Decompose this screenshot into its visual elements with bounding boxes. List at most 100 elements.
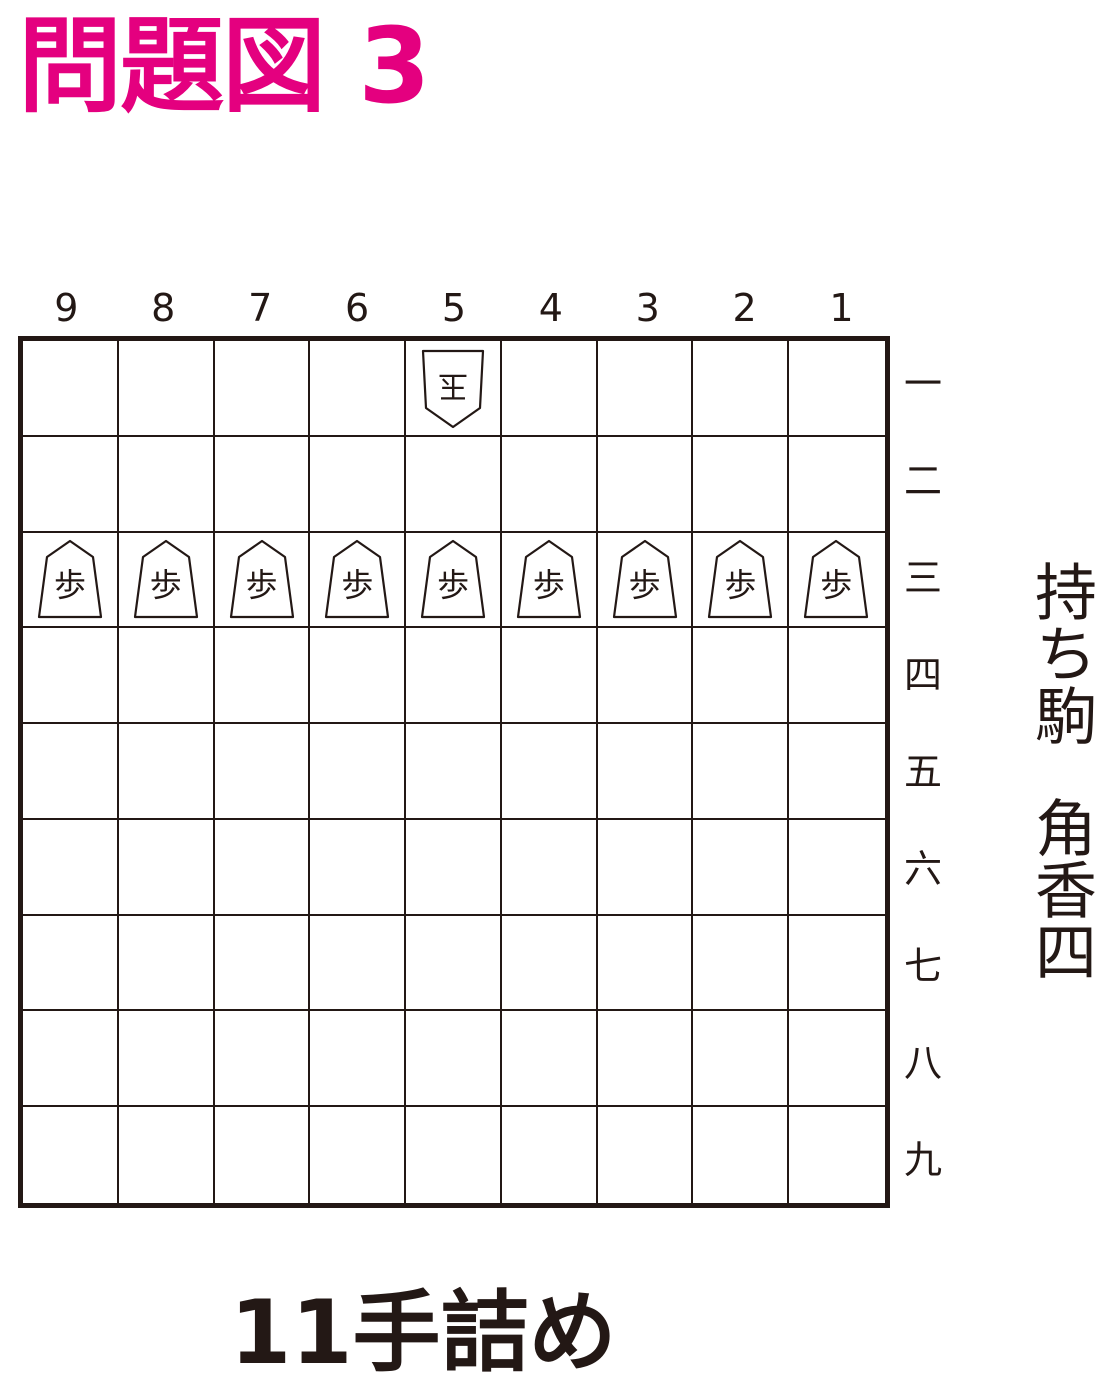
board-square-6-4[interactable] (310, 628, 407, 725)
board-square-2-4[interactable] (693, 628, 790, 725)
board-square-3-6[interactable] (597, 819, 694, 916)
board-square-1-4[interactable] (789, 628, 885, 725)
board-square-9-9[interactable] (23, 1107, 119, 1203)
board-square-9-8[interactable] (23, 1011, 119, 1108)
file-label-9: 9 (54, 286, 79, 330)
board-square-8-5[interactable] (118, 724, 215, 820)
board-square-8-4[interactable] (118, 628, 215, 725)
shogi-piece-white[interactable]: 玉 (412, 345, 494, 431)
shogi-piece-black[interactable]: 歩 (221, 537, 303, 623)
board-square-4-8[interactable] (501, 1011, 598, 1108)
board-square-6-3[interactable]: 歩 (310, 532, 407, 629)
board-square-3-1[interactable] (597, 341, 694, 437)
piece-label: 歩 (53, 565, 86, 604)
board-square-8-9[interactable] (119, 1107, 215, 1203)
board-square-9-4[interactable] (23, 628, 119, 725)
board-square-4-5[interactable] (501, 724, 598, 820)
board-square-6-1[interactable] (310, 341, 407, 437)
board-square-3-5[interactable] (597, 724, 694, 820)
board-square-6-8[interactable] (310, 1011, 407, 1108)
shogi-piece-black[interactable]: 歩 (604, 537, 686, 623)
board-square-6-7[interactable] (310, 915, 407, 1012)
board-square-7-8[interactable] (214, 1011, 311, 1108)
board-square-3-4[interactable] (597, 628, 694, 725)
shogi-piece-black[interactable]: 歩 (508, 537, 590, 623)
board-square-8-6[interactable] (118, 819, 215, 916)
piece-shape-icon (422, 349, 485, 429)
board-square-5-3[interactable]: 歩 (406, 532, 502, 629)
board-square-8-2[interactable] (118, 436, 215, 533)
board-square-7-4[interactable] (214, 628, 311, 725)
board-square-5-4[interactable] (406, 628, 502, 725)
board-square-4-4[interactable] (501, 628, 598, 725)
shogi-piece-black[interactable]: 歩 (412, 537, 494, 623)
board-square-5-9[interactable] (406, 1107, 502, 1203)
board-square-3-7[interactable] (597, 915, 694, 1012)
board-square-9-1[interactable] (23, 341, 119, 437)
board-square-5-2[interactable] (406, 436, 502, 533)
board-square-7-9[interactable] (215, 1107, 311, 1203)
board-square-9-5[interactable] (23, 724, 119, 820)
board-square-3-9[interactable] (598, 1107, 694, 1203)
shogi-piece-black[interactable]: 歩 (316, 537, 398, 623)
board-square-2-9[interactable] (693, 1107, 790, 1203)
puzzle-condition: 11手詰め (230, 1281, 617, 1384)
board-square-4-9[interactable] (502, 1107, 598, 1203)
board-square-7-7[interactable] (214, 915, 311, 1012)
board-square-1-7[interactable] (789, 916, 885, 1012)
board-square-2-1[interactable] (693, 341, 790, 437)
piece-label: 歩 (532, 565, 565, 604)
board-square-4-6[interactable] (501, 819, 598, 916)
shogi-piece-black[interactable]: 歩 (29, 537, 111, 623)
board-square-2-2[interactable] (693, 436, 790, 533)
board-square-4-1[interactable] (501, 341, 598, 437)
board-square-6-6[interactable] (310, 819, 407, 916)
board-square-7-5[interactable] (214, 724, 311, 820)
shogi-piece-black[interactable]: 歩 (125, 537, 207, 623)
board-square-2-8[interactable] (693, 1011, 790, 1108)
board-square-9-3[interactable]: 歩 (23, 532, 119, 629)
board-square-5-5[interactable] (406, 724, 502, 820)
board-square-8-1[interactable] (118, 341, 215, 437)
board-square-1-5[interactable] (789, 724, 885, 820)
board-square-6-2[interactable] (310, 436, 407, 533)
board-square-8-7[interactable] (118, 915, 215, 1012)
board-square-1-9[interactable] (789, 1107, 885, 1203)
board-square-6-9[interactable] (310, 1107, 407, 1203)
board-square-1-1[interactable] (789, 341, 885, 437)
shogi-piece-black[interactable]: 歩 (699, 537, 781, 623)
board-square-1-3[interactable]: 歩 (789, 533, 885, 629)
piece-label: 歩 (245, 565, 278, 604)
board-square-1-8[interactable] (789, 1011, 885, 1108)
board-square-9-6[interactable] (23, 819, 119, 916)
board-square-5-1[interactable]: 玉 (406, 341, 502, 437)
board-square-4-2[interactable] (501, 436, 598, 533)
board-square-6-5[interactable] (310, 724, 407, 820)
board-square-9-2[interactable] (23, 436, 119, 533)
board-square-3-2[interactable] (597, 436, 694, 533)
board-square-7-6[interactable] (214, 819, 311, 916)
board-square-2-3[interactable]: 歩 (693, 532, 790, 629)
board-square-4-7[interactable] (501, 915, 598, 1012)
board-square-7-3[interactable]: 歩 (214, 532, 311, 629)
board-square-7-2[interactable] (214, 436, 311, 533)
shogi-piece-black[interactable]: 歩 (795, 537, 877, 623)
board-square-5-6[interactable] (406, 819, 502, 916)
board-square-3-3[interactable]: 歩 (597, 532, 694, 629)
board-square-7-1[interactable] (214, 341, 311, 437)
board-square-2-6[interactable] (693, 819, 790, 916)
board-square-3-8[interactable] (597, 1011, 694, 1108)
piece-outline (37, 539, 103, 618)
board-square-8-8[interactable] (118, 1011, 215, 1108)
board-square-9-7[interactable] (23, 915, 119, 1012)
board-square-2-7[interactable] (693, 915, 790, 1012)
board-square-8-3[interactable]: 歩 (118, 532, 215, 629)
board-square-4-3[interactable]: 歩 (501, 532, 598, 629)
board-square-5-8[interactable] (406, 1011, 502, 1108)
piece-shape-icon (516, 539, 581, 618)
board-square-1-2[interactable] (789, 437, 885, 533)
board-square-1-6[interactable] (789, 820, 885, 916)
board-square-2-5[interactable] (693, 724, 790, 820)
shogi-board: 玉歩歩歩歩歩歩歩歩歩 (18, 336, 890, 1208)
board-square-5-7[interactable] (406, 915, 502, 1012)
